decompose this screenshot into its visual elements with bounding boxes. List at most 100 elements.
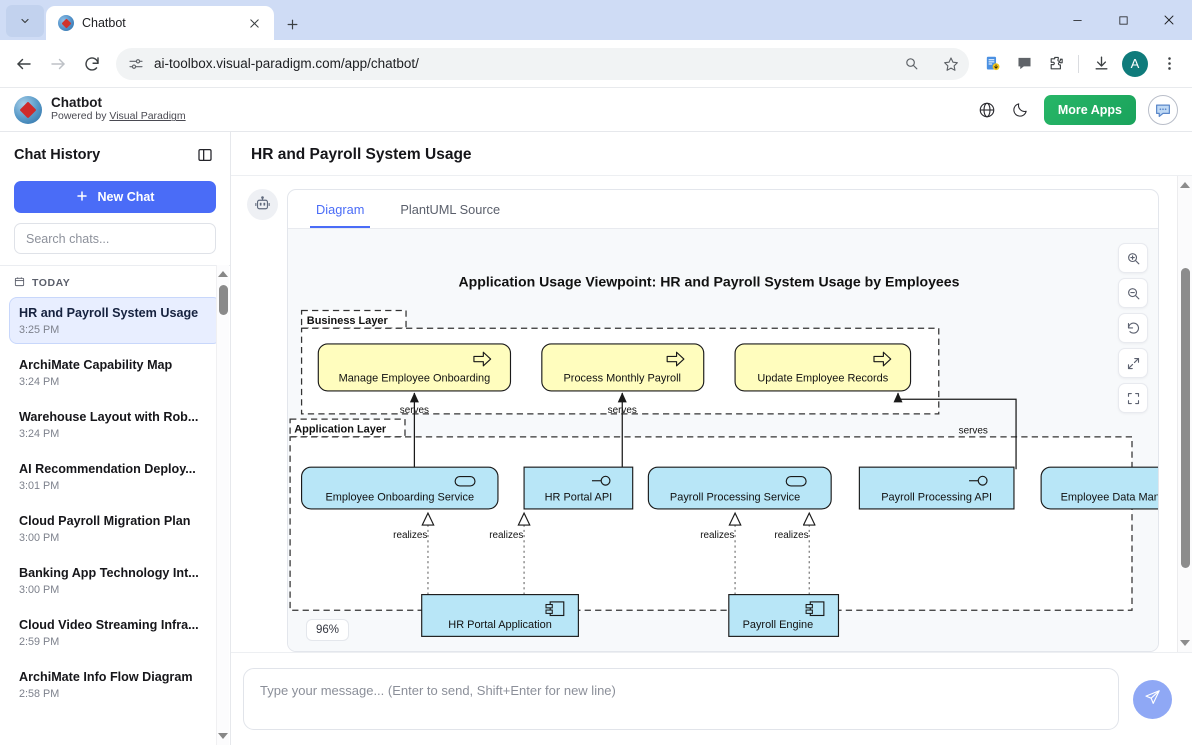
new-chat-button[interactable]: New Chat	[14, 181, 216, 213]
back-icon[interactable]	[8, 48, 40, 80]
chat-history-item-2[interactable]: Warehouse Layout with Rob... 3:24 PM	[9, 401, 221, 448]
forward-icon[interactable]	[42, 48, 74, 80]
chat-history-item-0[interactable]: HR and Payroll System Usage 3:25 PM	[9, 297, 221, 344]
app-header-actions: More Apps	[976, 94, 1178, 125]
scroll-down-arrow-icon[interactable]	[218, 733, 228, 739]
page-scroll-up-arrow-icon[interactable]	[1180, 182, 1190, 188]
archimate-diagram: Application Usage Viewpoint: HR and Payr…	[288, 229, 1158, 651]
extension-icons: A	[977, 49, 1184, 79]
window-minimize-icon[interactable]	[1054, 0, 1100, 40]
tab-diagram[interactable]: Diagram	[310, 190, 371, 228]
application-element-hr-portal-api[interactable]: HR Portal API	[523, 466, 634, 510]
relation-serves-employee-data: serves	[893, 392, 1017, 470]
application-element-employee-data-management[interactable]: Employee Data Manag	[1040, 466, 1158, 510]
chat-item-time: 3:00 PM	[19, 584, 60, 596]
chat-history-list: TODAY HR and Payroll System Usage 3:25 P…	[0, 265, 230, 745]
chat-item-title: Warehouse Layout with Rob...	[19, 410, 199, 424]
application-element-payroll-processing-api[interactable]: Payroll Processing API	[858, 466, 1015, 510]
zoom-level-indicator[interactable]: 96%	[306, 619, 350, 641]
message-input[interactable]	[243, 668, 1119, 730]
page-title: HR and Payroll System Usage	[251, 146, 472, 163]
chat-item-time: 3:24 PM	[19, 428, 60, 440]
search-icon[interactable]	[904, 56, 919, 71]
profile-avatar[interactable]: A	[1122, 50, 1148, 77]
chat-item-time: 3:00 PM	[19, 532, 60, 544]
chat-item-title: Banking App Technology Int...	[19, 566, 199, 580]
tab-search-chevron-icon[interactable]	[6, 5, 44, 37]
chat-history-item-5[interactable]: Banking App Technology Int... 3:00 PM	[9, 557, 221, 604]
chatbot-avatar-icon[interactable]	[1148, 94, 1178, 125]
reset-icon[interactable]	[1118, 313, 1148, 343]
app-title: Chatbot	[51, 94, 102, 110]
scroll-up-arrow-icon[interactable]	[218, 271, 228, 277]
chrome-menu-icon[interactable]	[1154, 49, 1184, 79]
diagram-title: Application Usage Viewpoint: HR and Payr…	[458, 273, 959, 289]
relation-serves-onboarding: serves	[400, 392, 429, 468]
element-label: HR Portal API	[545, 492, 613, 504]
send-button[interactable]	[1133, 679, 1172, 719]
calendar-icon	[14, 276, 25, 290]
visual-paradigm-link[interactable]: Visual Paradigm	[109, 110, 186, 123]
chat-history-item-7[interactable]: ArchiMate Info Flow Diagram 2:58 PM	[9, 661, 221, 708]
app-body: Chat History New Chat TODAY HR and Payro…	[0, 132, 1192, 745]
reload-icon[interactable]	[76, 48, 108, 80]
message-composer	[231, 652, 1192, 745]
application-element-payroll-processing-service[interactable]: Payroll Processing Service	[647, 466, 832, 510]
chat-history-item-1[interactable]: ArchiMate Capability Map 3:24 PM	[9, 349, 221, 396]
tab-plantuml-source[interactable]: PlantUML Source	[400, 202, 501, 217]
expand-icon[interactable]	[1118, 348, 1148, 378]
extensions-puzzle-icon[interactable]	[1041, 49, 1071, 79]
business-element-process-monthly-payroll[interactable]: Process Monthly Payroll	[541, 343, 705, 392]
window-maximize-icon[interactable]	[1100, 0, 1146, 40]
element-label: Update Employee Records	[757, 373, 888, 385]
application-service-icon	[785, 475, 807, 487]
chat-history-item-4[interactable]: Cloud Payroll Migration Plan 3:00 PM	[9, 505, 221, 552]
url-text: ai-toolbox.visual-paradigm.com/app/chatb…	[154, 56, 419, 71]
sidebar-scroll-thumb[interactable]	[219, 285, 228, 315]
search-chats-input[interactable]	[14, 223, 216, 254]
relation-realizes-payroll-service: realizes	[700, 513, 735, 595]
address-bar[interactable]: ai-toolbox.visual-paradigm.com/app/chatb…	[116, 47, 969, 80]
main-scrollbar[interactable]	[1177, 176, 1192, 652]
visual-paradigm-logo-icon	[14, 95, 42, 124]
more-apps-button[interactable]: More Apps	[1043, 94, 1136, 125]
diagram-canvas[interactable]: Application Usage Viewpoint: HR and Payr…	[288, 229, 1158, 651]
browser-tab[interactable]: Chatbot	[46, 6, 274, 40]
site-settings-icon[interactable]	[128, 56, 144, 72]
toolbar-divider	[1078, 54, 1079, 73]
document-download-extension-icon[interactable]	[977, 49, 1007, 79]
downloads-icon[interactable]	[1086, 49, 1116, 79]
application-component-hr-portal-application[interactable]: HR Portal Application	[421, 594, 579, 637]
chat-history-item-3[interactable]: AI Recommendation Deploy... 3:01 PM	[9, 453, 221, 500]
chat-history-item-6[interactable]: Cloud Video Streaming Infra... 2:59 PM	[9, 609, 221, 656]
relation-realizes-onboarding-service: realizes	[393, 513, 428, 595]
relation-serves-payroll: serves	[608, 392, 637, 468]
business-element-manage-employee-onboarding[interactable]: Manage Employee Onboarding	[317, 343, 512, 392]
archimate-diagram-svg: Application Usage Viewpoint: HR and Payr…	[289, 273, 1158, 637]
business-element-update-employee-records[interactable]: Update Employee Records	[734, 343, 912, 392]
chat-item-time: 2:59 PM	[19, 636, 60, 648]
comment-extension-icon[interactable]	[1009, 49, 1039, 79]
app-brand: Chatbot Powered by Visual Paradigm	[51, 95, 186, 124]
new-chat-label: New Chat	[97, 190, 155, 204]
application-component-payroll-engine[interactable]: Payroll Engine	[728, 594, 840, 637]
fit-screen-icon[interactable]	[1118, 383, 1148, 413]
application-element-employee-onboarding-service[interactable]: Employee Onboarding Service	[301, 466, 499, 510]
zoom-in-icon[interactable]	[1118, 243, 1148, 273]
bookmark-star-icon[interactable]	[943, 56, 959, 72]
new-tab-icon[interactable]	[280, 12, 304, 36]
page-scroll-thumb[interactable]	[1181, 268, 1190, 568]
zoom-out-icon[interactable]	[1118, 278, 1148, 308]
powered-prefix: Powered by	[51, 110, 110, 123]
sidebar-scrollbar[interactable]	[216, 265, 229, 745]
relation-realizes-hr-portal-api: realizes	[489, 513, 524, 595]
relation-realizes-payroll-api: realizes	[774, 513, 809, 595]
chat-item-time: 2:58 PM	[19, 688, 60, 700]
dark-mode-moon-icon[interactable]	[1010, 99, 1032, 121]
relation-label: serves	[400, 405, 429, 416]
tab-close-icon[interactable]	[242, 11, 266, 35]
collapse-sidebar-icon[interactable]	[194, 144, 216, 166]
language-globe-icon[interactable]	[976, 99, 998, 121]
window-close-icon[interactable]	[1146, 0, 1192, 40]
page-scroll-down-arrow-icon[interactable]	[1180, 640, 1190, 646]
